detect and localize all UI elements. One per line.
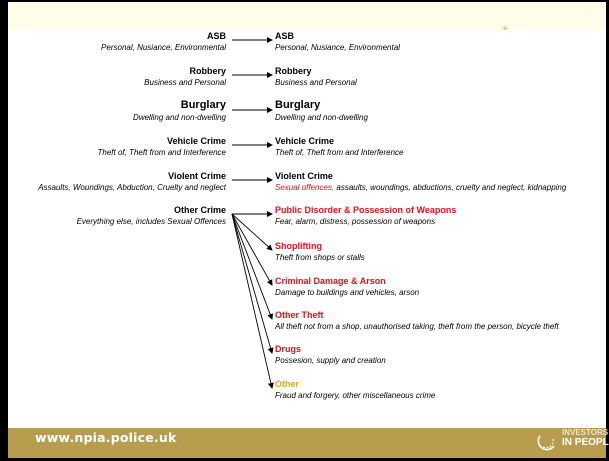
right-category-drugs-title: Drugs — [275, 344, 302, 354]
right-category-public-disorder-title: Public Disorder & Possession of Weapons — [275, 205, 457, 215]
left-category-asb-title: ASB — [206, 31, 226, 41]
left-category-vehicle-crime-title: Vehicle Crime — [166, 136, 226, 146]
right-category-public-disorder-subtitle: Fear, alarm, distress, possession of wea… — [275, 217, 436, 226]
slide-header-band: ✦ — [8, 2, 606, 35]
decorative-star-icon: ✦ — [501, 24, 509, 35]
right-category-shoplifting-title: Shoplifting — [275, 241, 322, 251]
left-category-burglary-subtitle: Dwelling and non-dwelling — [133, 113, 226, 122]
right-category-burglary-title: Burglary — [275, 99, 321, 111]
left-category-other-crime-subtitle: Everything else, includes Sexual Offence… — [76, 217, 226, 226]
right-category-burglary-subtitle: Dwelling and non-dwelling — [275, 113, 368, 122]
left-category-robbery-title: Robbery — [189, 66, 226, 76]
left-category-vehicle-crime-subtitle: Theft of, Theft from and Interference — [97, 148, 226, 157]
left-category-other-crime-title: Other Crime — [173, 205, 226, 215]
logo-text-investors: INVESTORS — [562, 428, 609, 437]
right-category-criminal-damage-subtitle: Damage to buildings and vehicles, arson — [275, 288, 420, 297]
logo-text-in-people: IN PEOPLE — [562, 437, 609, 448]
mapping-arrows — [231, 37, 274, 389]
right-category-asb-title: ASB — [275, 31, 295, 41]
sexual-offences-highlight: Sexual offences, — [275, 183, 335, 192]
right-category-other-title: Other — [275, 379, 300, 389]
right-category-vehicle-crime-title: Vehicle Crime — [275, 136, 335, 146]
arrow-shoplifting — [231, 213, 273, 251]
left-category-violent-crime-subtitle: Assaults, Woundings, Abduction, Cruelty … — [38, 183, 226, 192]
right-category-criminal-damage-title: Criminal Damage & Arson — [275, 276, 386, 286]
arrow-other — [231, 213, 274, 389]
right-category-other-theft-title: Other Theft — [275, 310, 324, 320]
right-category-shoplifting-subtitle: Theft from shops or stalls — [275, 253, 365, 262]
right-category-robbery-subtitle: Business and Personal — [275, 78, 357, 87]
right-category-vehicle-crime-subtitle: Theft of, Theft from and Interference — [275, 148, 404, 157]
right-category-robbery-title: Robbery — [275, 66, 312, 76]
right-category-other-theft-subtitle: All theft not from a shop, unauthorised … — [275, 322, 559, 331]
left-category-robbery-subtitle: Business and Personal — [144, 78, 226, 87]
right-category-violent-crime-subtitle: Sexual offences, assaults, woundings, ab… — [275, 183, 566, 192]
footer-band: www.npia.police.uk INVESTORS IN PEOPLE — [8, 428, 609, 458]
violent-crime-subtitle-rest: assaults, woundings, abductions, cruelty… — [336, 183, 567, 192]
left-category-violent-crime-title: Violent Crime — [168, 171, 226, 181]
slide-content: ASB Personal, Nusiance, Environmental Ro… — [8, 30, 606, 428]
investors-in-people-logo-icon — [537, 435, 555, 451]
right-category-violent-crime-title: Violent Crime — [275, 171, 333, 181]
arrow-drugs — [231, 213, 274, 354]
right-category-other-subtitle: Fraud and forgery, other miscellaneous c… — [275, 391, 436, 400]
footer-website-url[interactable]: www.npia.police.uk — [35, 430, 177, 445]
left-category-asb-subtitle: Personal, Nusiance, Environmental — [101, 43, 226, 52]
arrow-other-theft — [231, 213, 274, 320]
right-category-drugs-subtitle: Possesion, supply and creation — [275, 356, 386, 365]
left-category-burglary-title: Burglary — [180, 99, 226, 111]
right-category-asb-subtitle: Personal, Nusiance, Environmental — [275, 43, 400, 52]
arrow-criminal-damage — [231, 213, 273, 286]
